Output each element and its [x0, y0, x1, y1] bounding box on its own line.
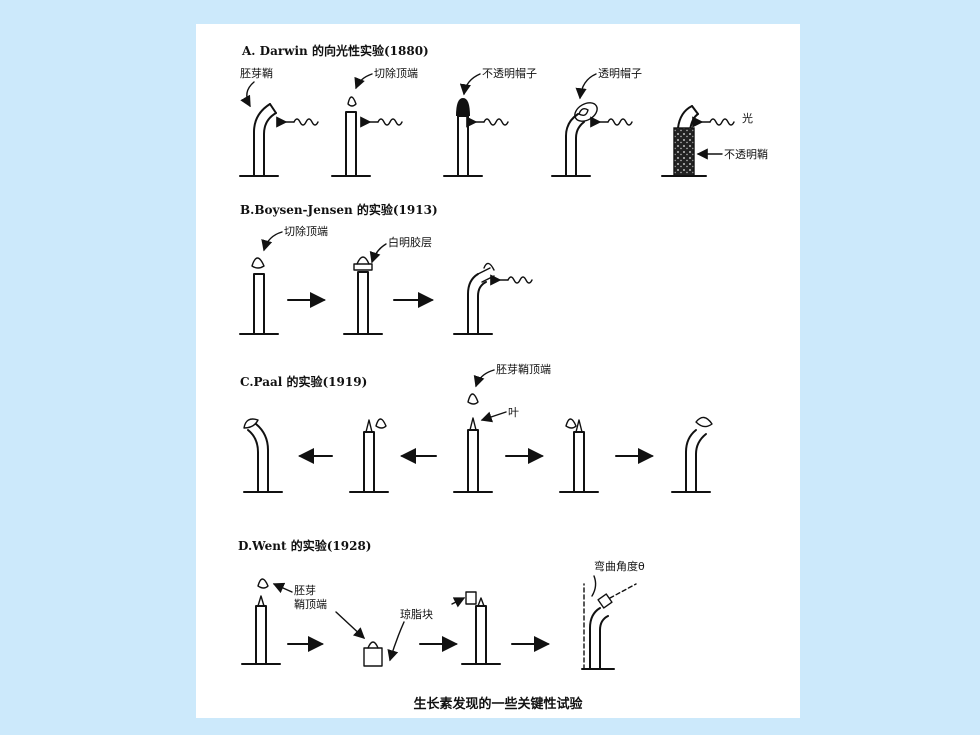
transparent-cap-icon [574, 102, 598, 122]
panel-c: C.Paal 的实验(1919) 胚芽鞘顶端 叶 [240, 362, 713, 493]
pointer-coleoptile-tip-d [272, 582, 293, 594]
label-agar-block: 琼脂块 [400, 607, 433, 621]
b-light-wave [490, 274, 533, 286]
panel-b: B.Boysen-Jensen 的实验(1913) 切除顶端 白明胶层 [239, 202, 533, 335]
b-coleoptile-bending [453, 262, 495, 335]
a-light-wave-5 [692, 116, 735, 128]
a-coleoptile-transparent-cap [551, 102, 598, 177]
c-coleoptile-1 [243, 418, 283, 493]
a-light-wave-3 [466, 116, 509, 128]
d-coleoptile-agar [451, 591, 501, 665]
agar-block-icon [363, 647, 383, 667]
opaque-sheath-icon [673, 127, 695, 177]
label-transparent-cap: 透明帽子 [598, 67, 642, 80]
label-coleoptile: 胚芽鞘 [240, 66, 273, 80]
opaque-cap-icon [456, 98, 470, 116]
figure-caption: 生长素发现的一些关键性试验 [413, 696, 583, 712]
pointer-gelatin [369, 243, 387, 264]
pointer-leaf [480, 411, 507, 423]
c-coleoptile-5 [671, 416, 713, 493]
label-light: 光 [742, 111, 753, 125]
a-coleoptile-tip-removed [331, 96, 371, 177]
pointer-transparent-cap [575, 73, 597, 100]
pointer-opaque-cap [459, 73, 481, 96]
a-light-wave-4 [590, 116, 633, 128]
b-coleoptile-gelatin [343, 256, 383, 335]
label-leaf: 叶 [508, 406, 519, 419]
d-coleoptile-1 [241, 578, 281, 665]
panel-d-title: D.Went 的实验(1928) [238, 538, 372, 553]
a-light-wave-1 [276, 116, 319, 128]
experiments-diagram: A. Darwin 的向光性实验(1880) 胚芽鞘 切除顶端 [238, 43, 768, 712]
pointer-agar-block [387, 621, 405, 662]
pointer-tip-removed-b [261, 231, 283, 252]
label-tip-removed-b: 切除顶端 [284, 224, 328, 238]
d-arrow-diag [335, 611, 366, 639]
a-coleoptile-opaque-cap [443, 98, 483, 177]
pointer-coleoptile-tip-c [473, 369, 495, 388]
panel-b-title: B.Boysen-Jensen 的实验(1913) [240, 202, 438, 217]
label-coleoptile-tip-c: 胚芽鞘顶端 [496, 362, 551, 376]
panel-d: D.Went 的实验(1928) 胚芽 鞘顶端 琼脂块 [238, 538, 645, 670]
b-coleoptile-tip-removed [239, 257, 279, 335]
a-coleoptile-opaque-sheath [661, 105, 707, 177]
panel-c-title: C.Paal 的实验(1919) [240, 374, 367, 389]
gelatin-layer-icon [353, 263, 373, 271]
c-coleoptile-center [453, 393, 493, 493]
c-coleoptile-4 [559, 418, 599, 493]
panel-a-title: A. Darwin 的向光性实验(1880) [241, 43, 429, 58]
label-coleoptile-tip-d-1: 胚芽 [294, 583, 316, 597]
a-light-wave-2 [360, 116, 403, 128]
label-tip-removed-a: 切除顶端 [374, 66, 418, 80]
label-gelatin: 白明胶层 [388, 235, 432, 249]
c-coleoptile-2 [349, 418, 389, 493]
panel-a: A. Darwin 的向光性实验(1880) 胚芽鞘 切除顶端 [239, 43, 768, 177]
label-coleoptile-tip-d-2: 鞘顶端 [294, 597, 327, 611]
a-coleoptile-bending [239, 103, 279, 177]
pointer-coleoptile [240, 81, 255, 108]
label-bend-angle: 弯曲角度θ [594, 559, 645, 573]
pointer-tip-removed-a [354, 73, 373, 90]
d-agar-block [363, 641, 383, 667]
label-opaque-sheath: 不透明鞘 [724, 147, 768, 161]
label-opaque-cap: 不透明帽子 [482, 67, 537, 80]
d-coleoptile-bent [581, 575, 637, 670]
figure-panel: A. Darwin 的向光性实验(1880) 胚芽鞘 切除顶端 [196, 24, 800, 718]
